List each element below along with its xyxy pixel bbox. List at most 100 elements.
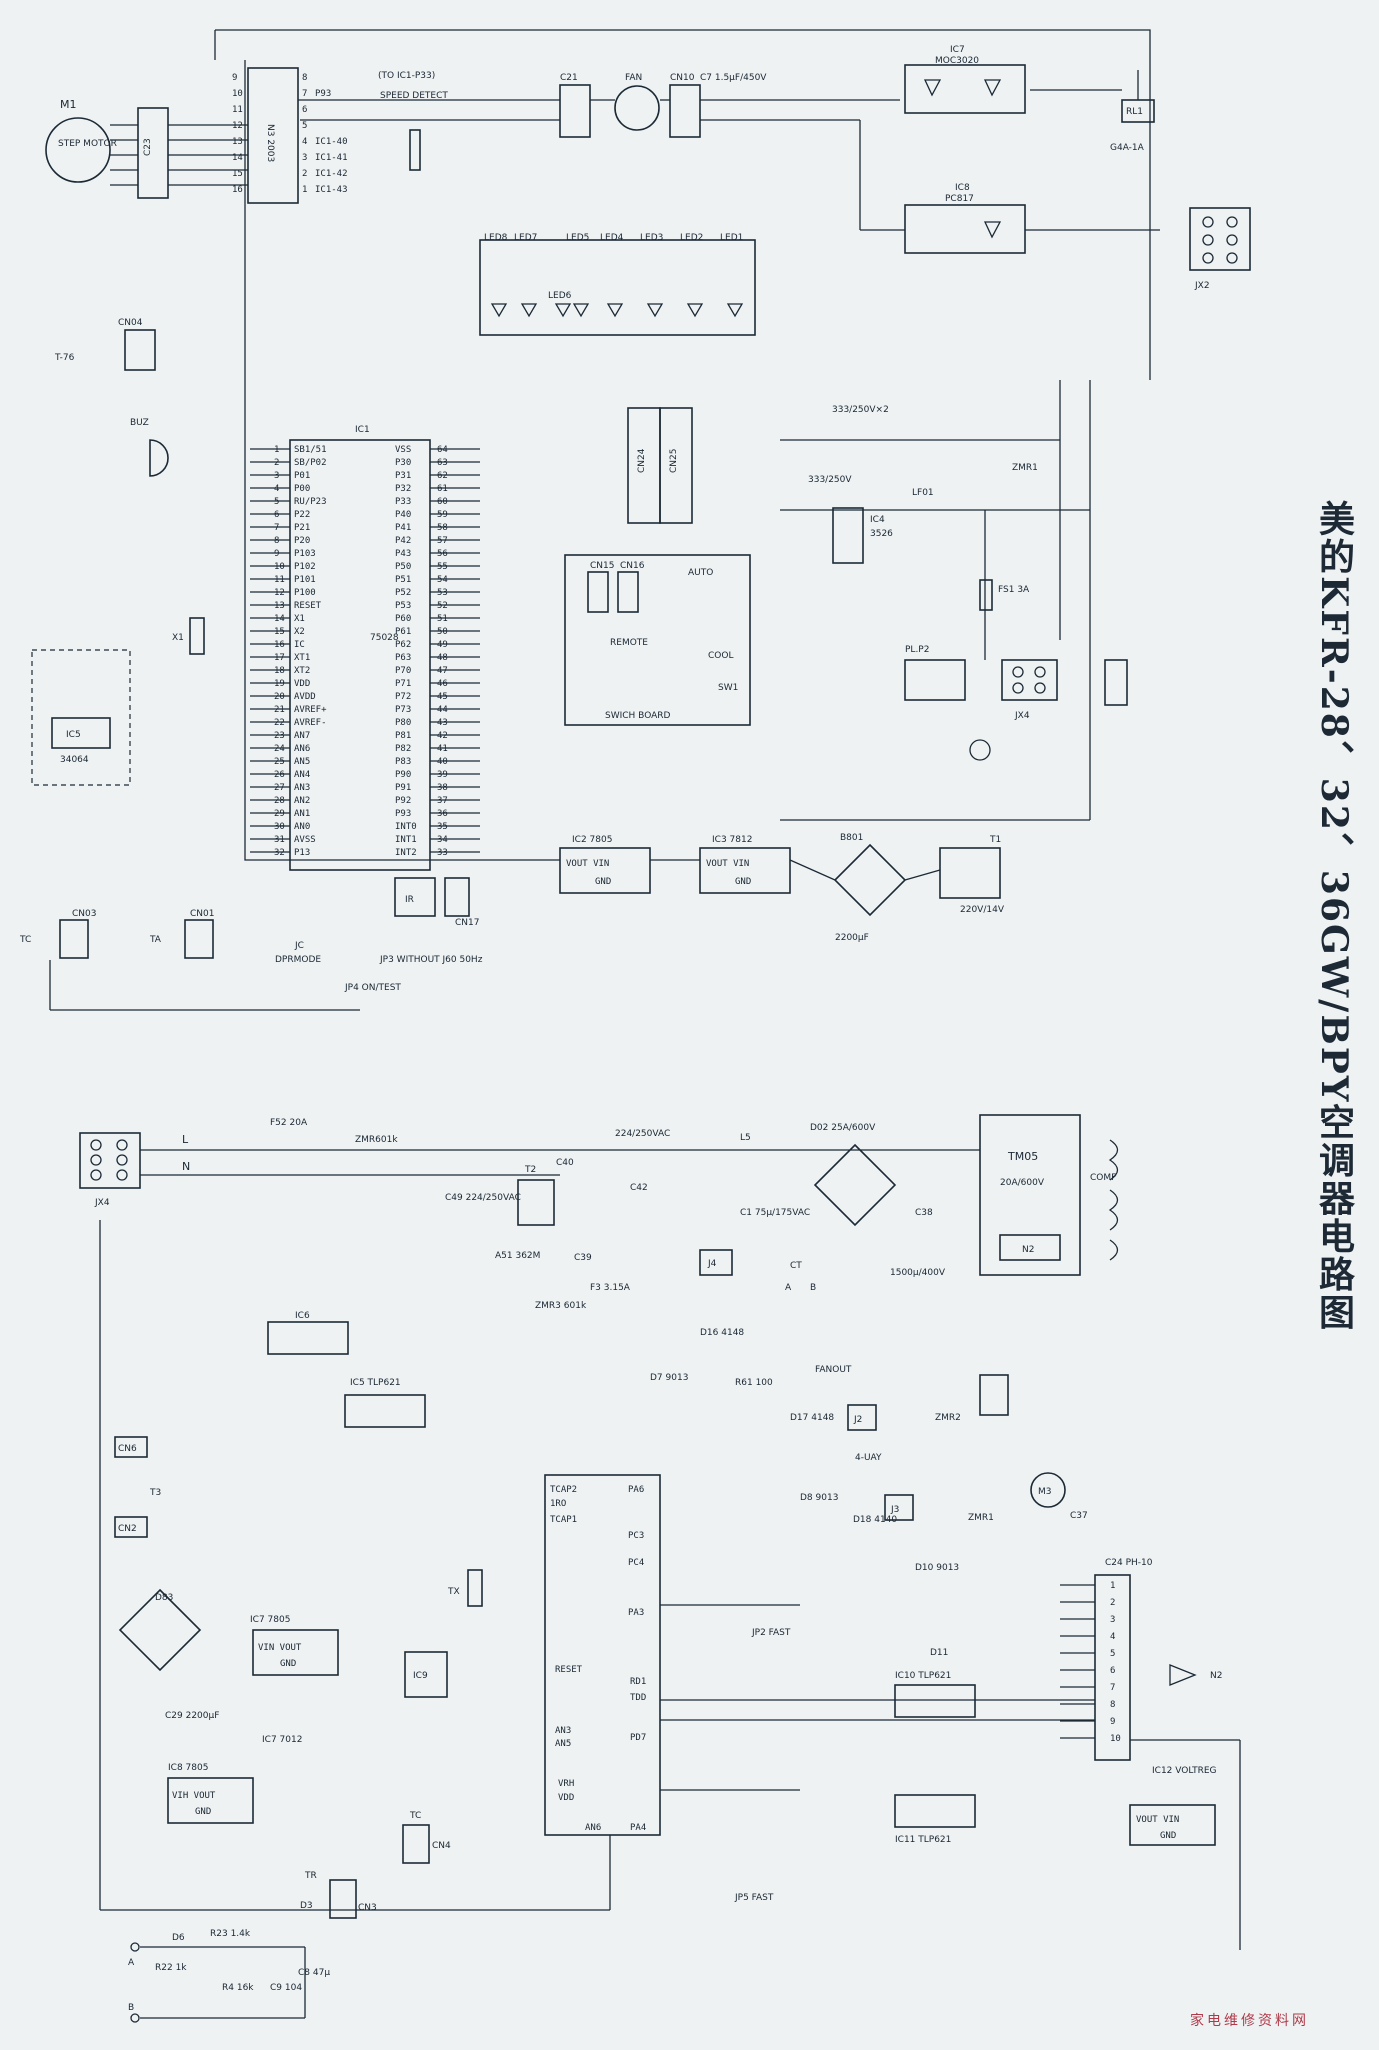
svg-text:3526: 3526 [870,529,893,539]
filter-plp2: PL.P2 [904,645,991,761]
ic1-left-pin-number: 17 [274,653,285,663]
svg-text:MOC3020: MOC3020 [935,56,979,66]
connector-c21 [559,84,591,138]
ic1-right-pin-number: 59 [437,510,448,520]
ic1-left-pin: P102 [294,562,316,572]
jumpers-top: JC DPRMODE JP4 ON/TEST JP3 WITHOUT J60 5… [275,941,483,993]
transformer-t1: T1 220V/14V [939,835,1005,915]
mcu-pin: TCAP2 [550,1485,577,1495]
ic1-right-pin: P63 [395,653,411,663]
svg-text:JX4: JX4 [94,1198,110,1208]
svg-text:G4A-1A: G4A-1A [1110,143,1145,153]
switch-board: SWICH BOARD AUTO REMOTE COOL SW1 CN15 CN… [564,554,751,726]
mcu-pin: PA3 [628,1608,644,1618]
ic1-right-pin: P93 [395,809,411,819]
ic1-left-pin-number: 7 [274,523,279,533]
ic1-left-pin: P01 [294,471,310,481]
bridge-b801: B801 2200μF [833,833,907,943]
compressor: COMF [1090,1139,1119,1261]
svg-text:F3 3.15A: F3 3.15A [590,1283,631,1293]
label-speed-detect: SPEED DETECT [380,91,448,101]
ic1-right-pin-number: 56 [437,549,448,559]
n3-right-pin: 2 [302,169,307,179]
led-label: LED4 [600,233,624,243]
svg-text:T2: T2 [524,1165,536,1175]
svg-text:IR: IR [405,895,414,905]
n3-right-pin: 4 [302,137,307,147]
svg-text:A: A [785,1283,792,1293]
thermistor-t76: T-76 CN04 [54,318,156,371]
ic1-right-pin: P83 [395,757,411,767]
ic1-right-pin-number: 40 [437,757,448,767]
svg-text:B: B [128,2003,134,2013]
ic1-right-pin: P82 [395,744,411,754]
ic1-right-pin: INT0 [395,822,417,832]
svg-text:PC817: PC817 [945,194,974,204]
ic1-right-pin-number: 42 [437,731,448,741]
svg-text:IC10 TLP621: IC10 TLP621 [895,1671,951,1681]
led-icon [572,303,590,318]
ic1-right-pin-number: 57 [437,536,448,546]
svg-text:ZMR3 601k: ZMR3 601k [535,1301,587,1311]
svg-text:D6: D6 [172,1933,185,1943]
cap-c49: C49 224/250VAC [445,1193,521,1203]
relay-j2: J2 [847,1404,877,1431]
mcu-pin: PA4 [630,1823,646,1833]
ic1-right-pin-number: 60 [437,497,448,507]
ic9: IC9 [404,1651,448,1698]
led-label: LED2 [680,233,703,243]
n3-right-pin: 1 [302,185,307,195]
ic1-left-pin-number: 29 [274,809,285,819]
ic1-right-pin: INT1 [395,835,417,845]
svg-text:CT: CT [790,1261,802,1271]
svg-text:STEP MOTOR: STEP MOTOR [58,139,117,149]
fan-motor: FAN [614,73,660,131]
ic1-left-pin-number: 10 [274,562,285,572]
svg-text:TX: TX [447,1587,460,1597]
ic1-left-pin: SB/P02 [294,458,327,468]
ic1-right-pin: P30 [395,458,411,468]
svg-text:JX2: JX2 [1194,281,1210,291]
mcu-pin: PC4 [628,1558,644,1568]
ic1-right-pin: P42 [395,536,411,546]
n3-right-label: P93 [315,89,331,99]
n3-right-pin: 8 [302,73,307,83]
ic1-left-pin-number: 19 [274,679,285,689]
svg-text:IC8: IC8 [955,183,970,193]
sensor-ta-top: TA CN01 [149,909,214,959]
svg-text:D17 4148: D17 4148 [790,1413,834,1423]
ic1-right-pin: P70 [395,666,411,676]
led-array [479,239,756,336]
svg-text:SW1: SW1 [718,683,738,693]
label-to-ic1: (TO IC1-P33) [378,71,435,81]
svg-text:GND: GND [735,877,751,887]
n3-right-label: IC1-41 [315,153,348,163]
page-title: 美的KFR-28、32、36GW/BPY空调器电路图 [1313,500,1355,1332]
ic1-right-pin-number: 43 [437,718,448,728]
svg-text:CN03: CN03 [72,909,96,919]
line-n: N [182,1160,190,1173]
ic1-left-pin: P101 [294,575,316,585]
svg-text:TC: TC [409,1811,421,1821]
ic1-left-pin: P100 [294,588,316,598]
ic1-left-pin: AVSS [294,835,316,845]
svg-text:C24 PH-10: C24 PH-10 [1105,1558,1153,1568]
svg-text:IC7 7805: IC7 7805 [250,1615,290,1625]
svg-text:C39: C39 [574,1253,592,1263]
c7-label: C7 1.5μF/450V [700,73,767,83]
line-filter-lf01: LF01 ZMR1 333/250V×2 333/250V [808,405,1038,498]
ic1-right-pin: P62 [395,640,411,650]
ic1-left-pin-number: 13 [274,601,285,611]
ic1-left-pin-number: 28 [274,796,285,806]
connector-cn10 [669,84,701,138]
svg-text:IC4: IC4 [870,515,885,525]
ic1-right-pin-number: 34 [437,835,448,845]
ph10-pin-number: 1 [1110,1581,1115,1591]
svg-text:D02 25A/600V: D02 25A/600V [810,1123,876,1133]
ic12-voltreg: IC12 VOLTREG VOUT VIN GND [1129,1766,1217,1846]
ic1-left-pin-number: 2 [274,458,279,468]
ic1-right-pin-number: 46 [437,679,448,689]
svg-text:FAN: FAN [625,73,642,83]
ic1-left-pin: AN2 [294,796,310,806]
svg-text:TA: TA [149,935,162,945]
